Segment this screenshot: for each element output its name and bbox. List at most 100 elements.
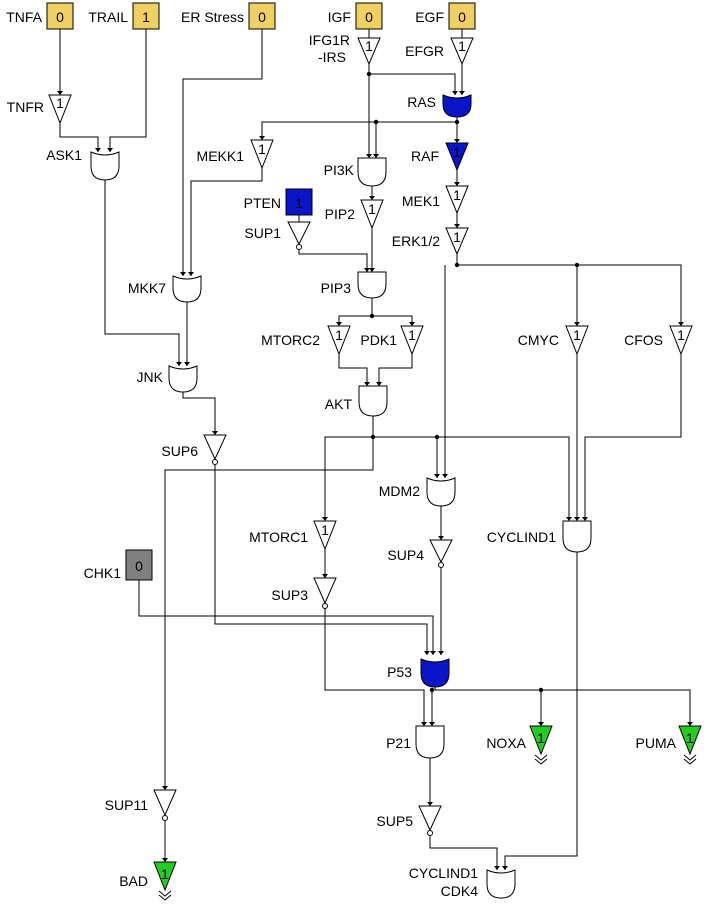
node-cmyc[interactable]: 1 CMYC [518, 325, 589, 356]
or-gate[interactable] [442, 94, 472, 118]
not-gate[interactable] [429, 539, 453, 564]
input-box[interactable] [448, 2, 476, 30]
or-gate[interactable] [426, 477, 456, 507]
and-gate[interactable] [358, 385, 388, 417]
node-sup5[interactable]: SUP5 [376, 805, 442, 836]
not-gate[interactable] [203, 434, 227, 461]
node-p21[interactable]: P21 [386, 725, 445, 759]
input-pten[interactable]: 1 PTEN [244, 188, 313, 216]
input-label: TRAIL [88, 9, 128, 25]
node-cyclind1[interactable]: CYCLIND1 [487, 520, 592, 553]
or-gate[interactable] [420, 658, 450, 688]
node-mekk1[interactable]: 1 MEKK1 [197, 139, 274, 170]
wire-mekk1-mkk7 [190, 168, 263, 276]
or-gate[interactable] [168, 365, 198, 393]
node-value: 1 [453, 144, 461, 160]
node-p53[interactable]: P53 [387, 658, 450, 688]
node-label: PIP2 [325, 206, 356, 222]
input-tnfa[interactable]: 0 TNFA [6, 2, 74, 30]
node-erk12[interactable]: 1 ERK1/2 [392, 227, 469, 256]
node-jnk[interactable]: JNK [137, 365, 198, 393]
input-box[interactable] [355, 2, 383, 30]
and-gate[interactable] [357, 157, 387, 187]
wire-trail-ask1 [109, 29, 147, 152]
input-box[interactable] [125, 549, 153, 581]
node-mek1[interactable]: 1 MEK1 [402, 185, 469, 215]
node-cdk4[interactable]: CYCLIND1 CDK4 [409, 865, 516, 899]
not-gate[interactable] [418, 805, 442, 832]
node-label: CYCLIND1 [409, 865, 478, 881]
not-gate[interactable] [287, 221, 311, 246]
input-box[interactable] [46, 2, 74, 30]
node-value: 1 [321, 522, 329, 538]
node-tnfr[interactable]: 1 TNFR [7, 94, 72, 125]
node-value: 1 [258, 141, 266, 157]
or-gate[interactable] [486, 869, 516, 899]
input-box[interactable] [248, 2, 276, 30]
not-gate[interactable] [153, 789, 177, 817]
and-gate[interactable] [357, 271, 387, 299]
and-gate[interactable] [562, 520, 592, 553]
or-gate[interactable] [90, 151, 120, 181]
node-pip3[interactable]: PIP3 [321, 271, 387, 299]
input-trail[interactable]: 1 TRAIL [88, 2, 160, 30]
node-ask1[interactable]: ASK1 [46, 147, 120, 181]
node-pip2[interactable]: 1 PIP2 [325, 199, 384, 230]
output-arrow-icon [534, 754, 548, 765]
node-label: TNFR [7, 99, 44, 115]
wire-mtorc2-akt [338, 354, 368, 386]
node-sup3[interactable]: SUP3 [271, 577, 337, 609]
node-egfr[interactable]: 1 EFGR [405, 37, 474, 66]
input-igf[interactable]: 0 IGF [328, 2, 383, 30]
node-pdk1[interactable]: 1 PDK1 [360, 325, 424, 356]
input-label: EGF [415, 9, 444, 25]
node-label: MTORC1 [249, 529, 308, 545]
node-value: 1 [365, 38, 373, 54]
node-sup11[interactable]: SUP11 [105, 789, 177, 821]
node-mdm2[interactable]: MDM2 [379, 477, 456, 507]
input-box[interactable] [132, 2, 160, 30]
node-igf1r[interactable]: 1 IFG1R -IRS [309, 32, 381, 66]
node-label: SUP11 [105, 797, 149, 813]
node-value: 1 [161, 866, 169, 882]
input-value: 1 [295, 195, 303, 211]
input-value: 0 [56, 9, 64, 25]
node-label: IFG1R [309, 32, 350, 48]
inverter-bubble [296, 244, 302, 250]
node-sup6[interactable]: SUP6 [161, 434, 227, 465]
wire-tnfr-ask1 [59, 123, 99, 152]
input-er-stress[interactable]: 0 ER Stress [181, 2, 276, 30]
node-bad[interactable]: 1 BAD [119, 861, 177, 901]
wire-sup3-p21 [324, 608, 425, 726]
node-sup1[interactable]: SUP1 [244, 221, 311, 250]
node-label: SUP5 [376, 813, 413, 829]
node-label: AKT [325, 396, 353, 412]
node-noxa[interactable]: 1 NOXA [486, 725, 553, 765]
buffer-gate[interactable] [357, 37, 381, 66]
node-puma[interactable]: 1 PUMA [636, 725, 702, 765]
node-raf[interactable]: 1 RAF [411, 142, 469, 172]
output-arrow-icon [683, 754, 697, 765]
input-egf[interactable]: 0 EGF [415, 2, 476, 30]
node-sup4[interactable]: SUP4 [387, 539, 453, 568]
wire-chk1-p53 [138, 580, 434, 655]
node-akt[interactable]: AKT [325, 385, 388, 417]
node-mtorc1[interactable]: 1 MTORC1 [249, 520, 337, 551]
node-cfos[interactable]: 1 CFOS [624, 325, 693, 356]
buffer-gate[interactable] [450, 37, 474, 66]
node-label: CFOS [624, 332, 663, 348]
or-gate[interactable] [172, 275, 202, 303]
input-chk1[interactable]: 0 CHK1 [84, 549, 153, 581]
not-gate[interactable] [313, 577, 337, 605]
node-label: MTORC2 [261, 332, 320, 348]
and-gate[interactable] [415, 725, 445, 759]
node-mtorc2[interactable]: 1 MTORC2 [261, 325, 351, 356]
input-box[interactable] [285, 188, 313, 216]
node-mkk7[interactable]: MKK7 [128, 275, 202, 303]
wire-akt-mtorc1 [324, 436, 373, 521]
node-pi3k[interactable]: PI3K [324, 157, 387, 187]
wire-junctions [366, 71, 580, 693]
wire-akt-cyclind1 [437, 436, 570, 521]
node-value: 1 [335, 327, 343, 343]
node-ras[interactable]: RAS [407, 94, 472, 118]
